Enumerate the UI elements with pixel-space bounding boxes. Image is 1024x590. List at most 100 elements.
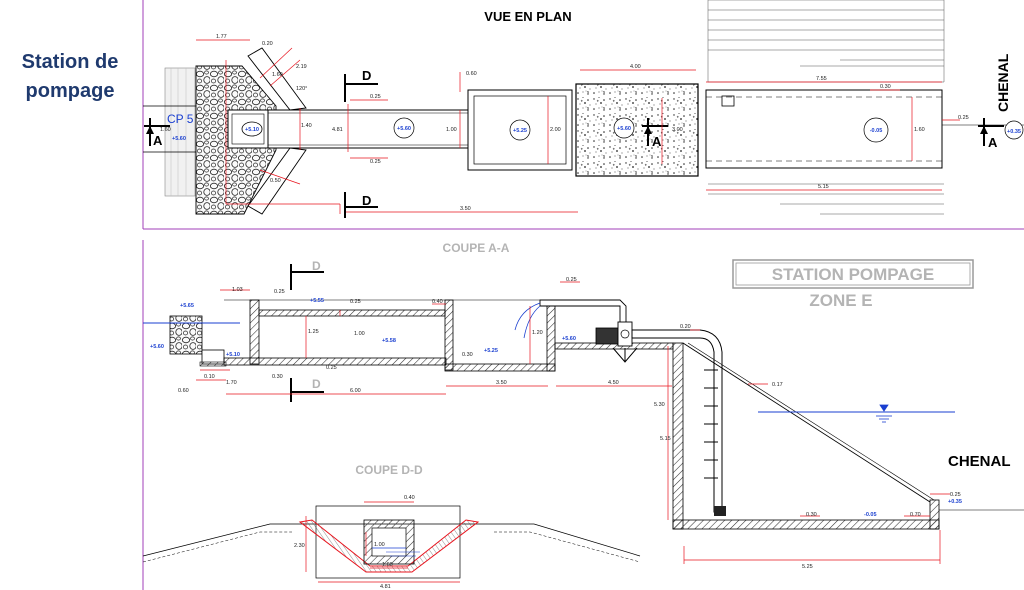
sheet-borders [142,0,1024,590]
plan-dim-11: 2.00 [550,127,561,133]
aa-dim-12: 0.30 [272,374,283,380]
plan-pump-slab [575,83,699,177]
section-marker-a-mid: A [642,118,668,149]
aa-discharge-pit [672,342,1024,530]
plan-dim-14: 7.55 [816,76,827,82]
section-marker-d-top: D [344,68,378,102]
aa-dim-21: 0.20 [680,324,691,330]
marker-a-left-letter: A [153,133,163,148]
aa-marker-d-bottom-letter: D [312,377,321,391]
plan-dim-17: 0.25 [958,115,969,121]
aa-level-1: +5.65 [180,303,194,309]
plan-dim-18: 5.15 [818,184,829,190]
aa-marker-d-top-letter: D [312,259,321,273]
aa-dim-19: 5.15 [660,436,671,442]
aa-dim-7: 1.00 [354,331,365,337]
marker-d-bottom-letter: D [362,193,371,208]
plan-level-6: +0.35 [1007,129,1021,135]
aa-marker-d-bottom: D [290,377,324,402]
dd-dim-2: 2.30 [294,543,305,549]
plan-dim-21: 0.25 [370,159,381,165]
aa-dim-18: 5.30 [654,402,665,408]
aa-dim-25: 5.25 [802,564,813,570]
aa-dim-9: 0.30 [462,352,473,358]
plan-level-3: +5.25 [513,128,527,134]
aa-dim-6: 1.25 [308,329,319,335]
plan-dim-22: 1.60 [160,127,171,133]
heading-line-2: pompage [25,80,115,102]
heading-line-1: Station de [21,51,119,73]
aa-level-7: +5.10 [226,352,240,358]
aa-dim-1: 1.03 [232,287,243,293]
section-marker-a-left: A [144,118,170,148]
plan-cp-label: CP 5 [167,112,194,126]
plan-dim-20: 0.50 [270,178,281,184]
aa-riprap [169,315,203,355]
plan-level-4: +5.60 [617,126,631,132]
plan-dim-19: 3.50 [460,206,471,212]
aa-marker-d-top: D [290,259,324,290]
plan-level-1: +5.10 [245,127,259,133]
plan-dim-2: 0.20 [262,41,273,47]
aa-dim-10: 0.10 [204,374,215,380]
plan-dim-15: 0.30 [880,84,891,90]
section-aa-title: COUPE A-A [443,241,510,255]
aa-ladder [704,369,718,479]
section-marker-a-right: A [978,118,1004,150]
aa-level-5: +5.25 [484,348,498,354]
plan-dim-4: 1.60 [272,72,283,78]
plan-dim-12: 3.00 [672,127,683,133]
chenal-label: CHENAL [948,453,1011,470]
plan-discharge-channel [705,89,943,169]
aa-dim-24: 0.25 [950,492,961,498]
marker-a-mid-letter: A [652,134,662,149]
aa-dim-5: 0.25 [566,277,577,283]
aa-level-4: +5.58 [382,338,396,344]
stamp-line-2: ZONE E [809,291,872,310]
plan-dim-13: 4.00 [630,64,641,70]
aa-dimension-labels: 1.03 0.25 0.25 0.40 0.25 1.25 1.00 1.20 … [178,277,961,570]
aa-level-9: +0.35 [948,499,962,505]
dd-dim-5: 4.81 [380,584,391,590]
aa-dim-8: 1.20 [532,330,543,336]
page-heading: Station de pompage [6,48,134,106]
aa-channel [223,299,540,371]
aa-dim-23: 0.70 [910,512,921,518]
plan-dim-6: 1.40 [301,123,312,129]
aa-dim-11: 1.70 [226,380,237,386]
section-dd-title: COUPE D-D [355,463,423,477]
aa-dim-3: 0.25 [350,299,361,305]
plan-dimension-labels: 1.77 0.20 2.19 1.60 120° 1.40 4.81 0.25 … [160,34,969,212]
dd-dimension-lines [305,501,460,583]
plan-view: VUE EN PLAN [143,0,1024,218]
plan-dim-1: 1.77 [216,34,227,40]
aa-dim-14: 6.00 [350,388,361,394]
plan-level-5: -0.05 [870,128,883,134]
aa-dimension-lines [196,281,950,564]
marker-d-top-letter: D [362,68,371,83]
aa-level-8: -0.05 [864,512,877,518]
dd-dim-4: 1.60 [382,562,393,568]
section-dd: COUPE D-D 0.40 2.30 1.00 1.60 4.81 [142,463,641,590]
plan-dimension-lines [196,39,960,214]
section-marker-d-bottom: D [344,192,378,218]
plan-level-markers [393,117,1024,143]
marker-a-right-letter: A [988,135,998,150]
plan-level-2: +5.60 [397,126,411,132]
aa-dim-13: 0.25 [326,365,337,371]
pump-icon [595,321,638,363]
aa-dim-4: 0.40 [432,299,443,305]
plan-channel [267,109,469,149]
title-stamp: STATION POMPAGE ZONE E [732,259,974,310]
water-level-symbol [876,404,892,423]
aa-level-2: +5.60 [150,344,164,350]
aa-dim-15: 3.50 [496,380,507,386]
plan-dim-10: 1.00 [446,127,457,133]
plan-dim-16: 1.60 [914,127,925,133]
aa-level-3: +5.55 [310,298,324,304]
plan-dim-8: 0.25 [370,94,381,100]
plan-dim-9: 0.60 [466,71,477,77]
aa-dim-2: 0.25 [274,289,285,295]
stamp-line-1: STATION POMPAGE [772,265,934,284]
